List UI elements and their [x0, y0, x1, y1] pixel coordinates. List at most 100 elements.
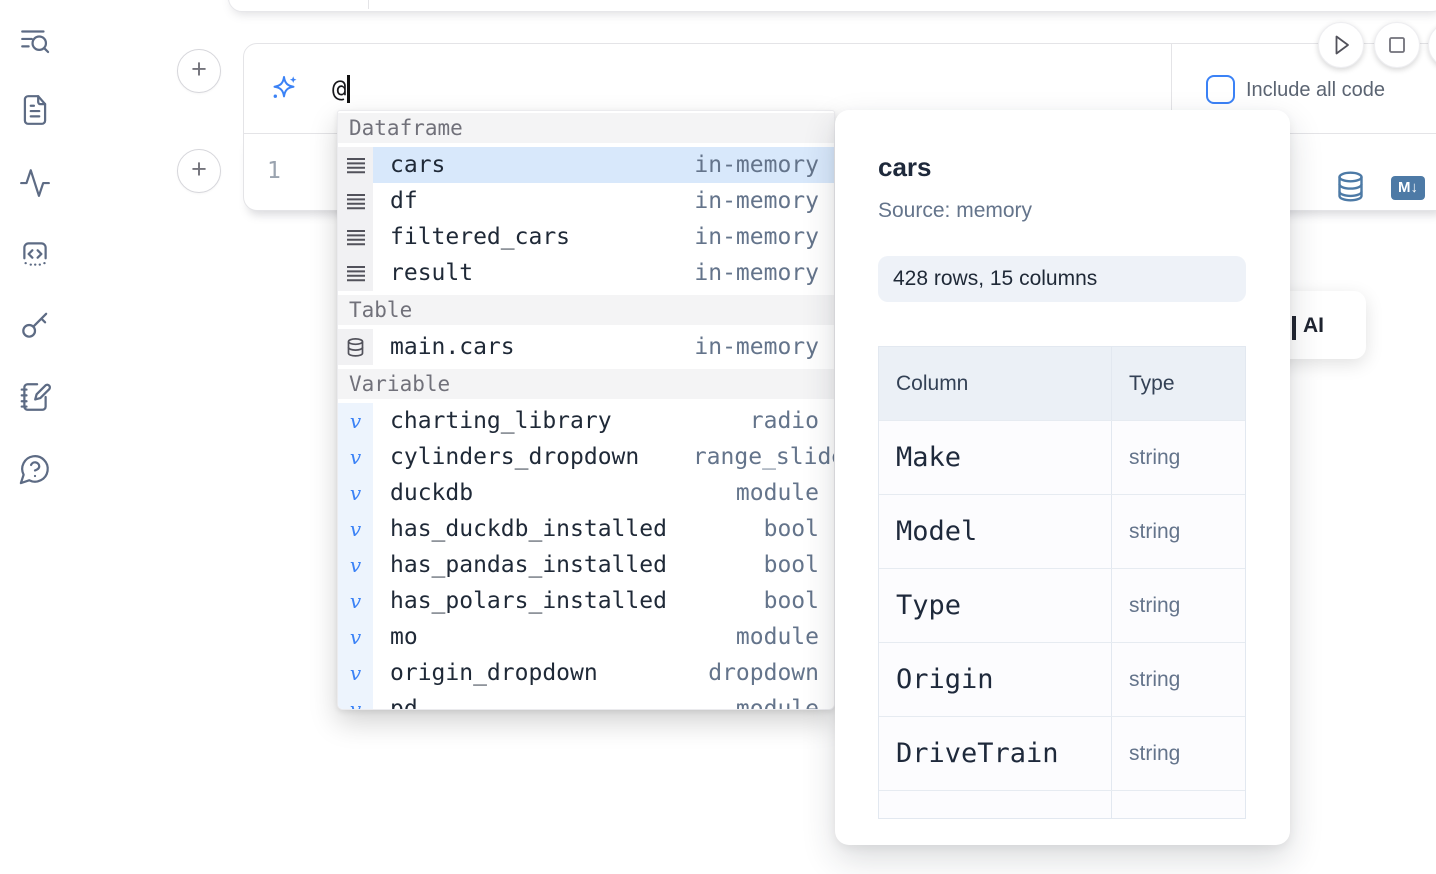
- shape-badge: 428 rows, 15 columns: [878, 256, 1246, 302]
- item-kind: in-memory: [694, 188, 819, 214]
- schema-header-column: Column: [879, 347, 1112, 420]
- line-number: 1: [267, 158, 281, 184]
- autocomplete-item-charting_library[interactable]: v charting_library radio: [338, 403, 834, 439]
- activity-icon[interactable]: [18, 165, 52, 199]
- item-kind: in-memory: [694, 152, 819, 178]
- include-all-code-checkbox[interactable]: [1206, 75, 1235, 104]
- variable-icon: v: [338, 475, 373, 511]
- ai-prompt-input[interactable]: @: [332, 73, 350, 105]
- autocomplete-item-origin_dropdown[interactable]: v origin_dropdown dropdown: [338, 655, 834, 691]
- run-cell-button[interactable]: [1318, 22, 1364, 68]
- variable-icon: v: [338, 583, 373, 619]
- autocomplete-item-main.cars[interactable]: main.cars in-memory: [338, 329, 834, 365]
- item-kind: bool: [763, 552, 819, 578]
- item-name: result: [390, 260, 474, 286]
- dataframe-rows-icon: [338, 147, 373, 183]
- add-cell-button-top[interactable]: +: [177, 49, 221, 93]
- preview-title: cars: [878, 152, 932, 182]
- notebook-pen-icon[interactable]: [18, 380, 52, 414]
- schema-column-name: Make: [879, 421, 1112, 494]
- preview-source: Source: memory: [878, 199, 1033, 222]
- table-database-icon: [338, 329, 373, 365]
- autocomplete-item-has_pandas_installed[interactable]: v has_pandas_installed bool: [338, 547, 834, 583]
- composer-divider: [1171, 44, 1172, 133]
- schema-column-type: string: [1129, 593, 1181, 617]
- clipped-letter-fragment: [1292, 316, 1296, 340]
- stop-button[interactable]: [1374, 22, 1420, 68]
- schema-row-Type: Type string: [879, 569, 1245, 643]
- item-kind: module: [735, 624, 819, 650]
- item-kind: bool: [763, 516, 819, 542]
- add-cell-button-bottom[interactable]: +: [177, 149, 221, 193]
- key-icon[interactable]: [18, 308, 52, 342]
- help-chat-icon[interactable]: [18, 452, 52, 486]
- schema-row-Model: Model string: [879, 495, 1245, 569]
- schema-row-Make: Make string: [879, 421, 1245, 495]
- schema-row-Origin: Origin string: [879, 643, 1245, 717]
- autocomplete-section-header: Table: [338, 295, 834, 325]
- dataframe-rows-icon: [338, 255, 373, 291]
- schema-row-partial: [879, 791, 1245, 818]
- item-name: cars: [390, 152, 446, 178]
- dataframe-rows-icon: [338, 219, 373, 255]
- schema-column-name: Model: [879, 495, 1112, 568]
- item-kind: in-memory: [694, 224, 819, 250]
- schema-column-name: Origin: [879, 643, 1112, 716]
- variable-icon: v: [338, 511, 373, 547]
- variable-icon: v: [338, 691, 373, 709]
- schema-column-type: string: [1129, 667, 1181, 691]
- schema-header-type: Type: [1129, 371, 1175, 395]
- item-kind: bool: [763, 588, 819, 614]
- include-all-code-label[interactable]: Include all code: [1246, 79, 1385, 101]
- item-name: filtered_cars: [390, 224, 571, 250]
- previous-cell-edge: [228, 0, 1436, 12]
- item-name: cylinders_dropdown: [390, 444, 640, 470]
- play-icon: [1335, 35, 1349, 55]
- previous-cell-divider: [368, 0, 369, 9]
- file-text-icon[interactable]: [18, 93, 52, 127]
- autocomplete-section-header: Variable: [338, 369, 834, 399]
- ai-card-label: AI: [1303, 314, 1324, 337]
- schema-column-type: string: [1129, 519, 1181, 543]
- autocomplete-item-filtered_cars[interactable]: filtered_cars in-memory: [338, 219, 834, 255]
- item-name: origin_dropdown: [390, 660, 598, 686]
- schema-column-type: string: [1129, 445, 1181, 469]
- variable-icon: v: [338, 655, 373, 691]
- variable-icon: v: [338, 547, 373, 583]
- autocomplete-section-header: Dataframe: [338, 113, 834, 143]
- autocomplete-item-cars[interactable]: cars in-memory: [338, 147, 834, 183]
- item-name: has_pandas_installed: [390, 552, 667, 578]
- item-name: main.cars: [390, 334, 515, 360]
- variable-icon: v: [338, 403, 373, 439]
- markdown-icon[interactable]: M↓: [1391, 176, 1425, 200]
- code-square-icon[interactable]: [18, 237, 52, 271]
- dataframe-preview-popup: cars Source: memory 428 rows, 15 columns…: [835, 110, 1290, 845]
- database-icon[interactable]: [1337, 171, 1364, 202]
- item-name: charting_library: [390, 408, 612, 434]
- item-kind: module: [735, 480, 819, 506]
- text-caret: [347, 75, 350, 103]
- schema-column-name: Type: [879, 569, 1112, 642]
- item-kind: radio: [749, 408, 819, 434]
- item-kind: range_slider: [692, 444, 834, 470]
- stop-icon: [1389, 37, 1405, 53]
- autocomplete-item-df[interactable]: df in-memory: [338, 183, 834, 219]
- list-search-icon[interactable]: [18, 23, 52, 57]
- variable-icon: v: [338, 619, 373, 655]
- sparkles-icon: [269, 74, 299, 104]
- item-name: mo: [390, 624, 418, 650]
- item-name: duckdb: [390, 480, 474, 506]
- item-name: df: [390, 188, 418, 214]
- item-kind: dropdown: [708, 660, 819, 686]
- item-kind: in-memory: [694, 334, 819, 360]
- schema-column-name: DriveTrain: [879, 717, 1112, 790]
